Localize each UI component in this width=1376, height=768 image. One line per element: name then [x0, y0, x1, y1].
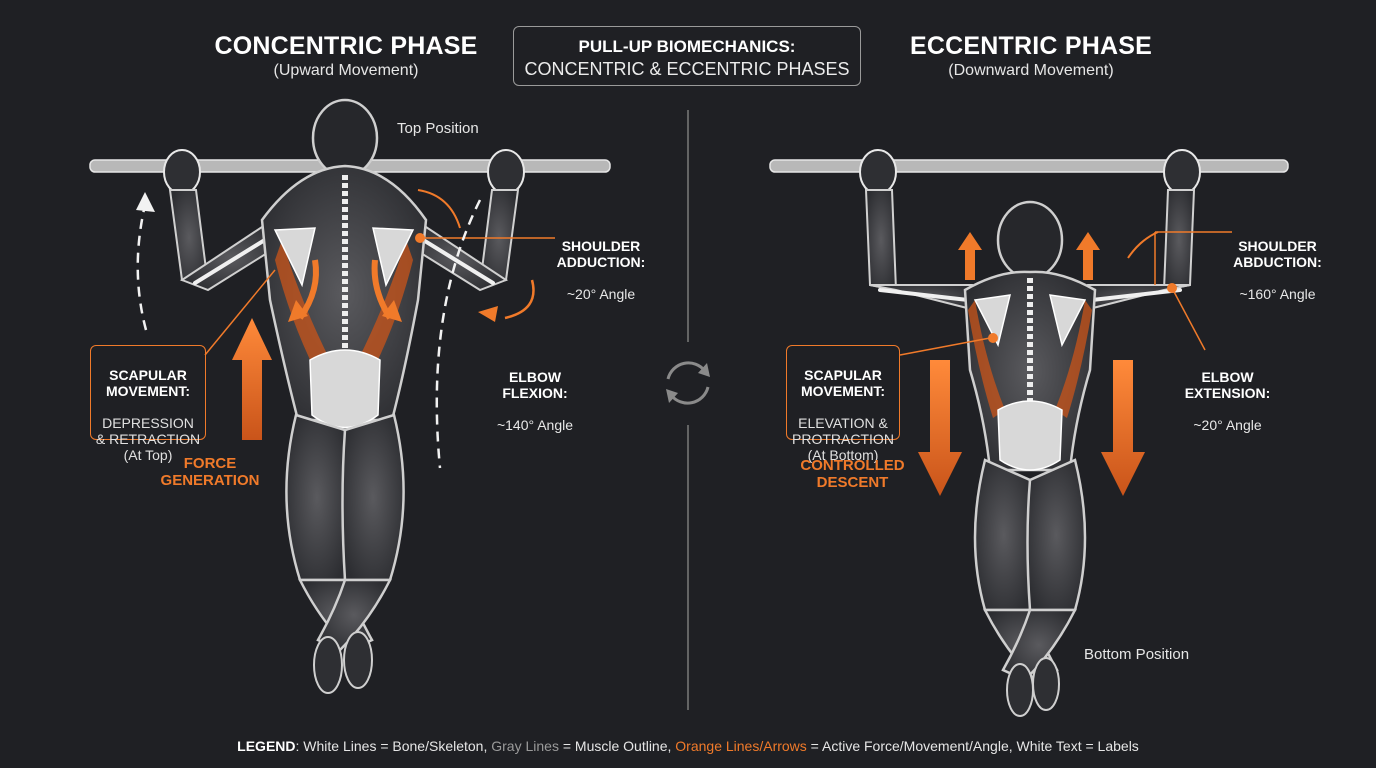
legend: LEGEND: White Lines = Bone/Skeleton, Gra… — [0, 738, 1376, 754]
elbow-extension-label: ELBOW EXTENSION: ~20° Angle — [1180, 353, 1275, 433]
shoulder-abduction-value: ~160° Angle — [1239, 286, 1316, 302]
left-hand-2 — [487, 149, 525, 195]
legend-orange: Orange Lines/Arrows — [675, 738, 807, 754]
eccentric-figure — [769, 149, 1289, 717]
right-scapula-1 — [973, 294, 1011, 348]
shoulder-abduction-title: SHOULDER ABDUCTION: — [1233, 238, 1322, 270]
diagram-title-box: PULL-UP BIOMECHANICS: CONCENTRIC & ECCEN… — [513, 26, 861, 86]
force-up-arrow — [232, 318, 272, 440]
legend-orange-rest: = Active Force/Movement/Angle, White Tex… — [806, 738, 1139, 754]
right-pelvis — [997, 400, 1063, 471]
force-generation-label: FORCE GENERATION — [160, 455, 260, 489]
elbow-extension-value: ~20° Angle — [1193, 417, 1262, 433]
scapular-movement-title-right: SCAPULAR MOVEMENT: — [801, 367, 885, 399]
right-thigh-2 — [1026, 458, 1087, 612]
concentric-phase-subtitle: (Upward Movement) — [273, 62, 419, 79]
right-hand-2 — [1163, 149, 1201, 195]
concentric-figure — [89, 98, 611, 694]
elbow-flexion-title: ELBOW FLEXION: — [502, 369, 568, 401]
legend-label: LEGEND — [237, 738, 296, 754]
legend-white: : White Lines = Bone/Skeleton, — [295, 738, 492, 754]
descent-arrow-left — [918, 360, 962, 496]
scapular-movement-value-left: DEPRESSION & RETRACTION (At Top) — [95, 415, 201, 463]
scapular-movement-title-left: SCAPULAR MOVEMENT: — [106, 367, 190, 399]
cycle-arrows-icon — [666, 361, 710, 405]
scapular-movement-value-right: ELEVATION & PROTRACTION (At Bottom) — [792, 415, 894, 463]
scapular-movement-box-right: SCAPULAR MOVEMENT: ELEVATION & PROTRACTI… — [786, 345, 900, 463]
descent-arrow-right — [1101, 360, 1145, 496]
left-scapula-1 — [273, 227, 316, 288]
eccentric-phase-subtitle: (Downward Movement) — [948, 62, 1114, 79]
left-head — [311, 98, 379, 178]
shoulder-adduction-value: ~20° Angle — [566, 286, 636, 302]
shoulder-adduction-title: SHOULDER ADDUCTION: — [556, 238, 646, 270]
left-hand-1 — [163, 149, 201, 195]
pullup-bar-right — [769, 159, 1289, 173]
elbow-extension-title: ELBOW EXTENSION: — [1184, 369, 1271, 401]
right-hand-1 — [859, 149, 897, 195]
bottom-position-note: Bottom Position — [1084, 646, 1190, 663]
right-scapula-2 — [1049, 294, 1087, 348]
top-position-note: Top Position — [397, 120, 479, 137]
diagram-title-line2: CONCENTRIC & ECCENTRIC PHASES — [524, 59, 850, 79]
concentric-phase-title: CONCENTRIC PHASE — [214, 32, 478, 60]
right-head — [996, 200, 1064, 280]
right-forearm-2 — [1162, 189, 1196, 292]
left-foot-2 — [343, 631, 373, 689]
right-foot-1 — [1006, 663, 1034, 717]
elbow-flexion-label: ELBOW FLEXION: ~140° Angle — [490, 353, 580, 433]
legend-gray: Gray Lines — [491, 738, 559, 754]
left-foot-1 — [313, 636, 343, 694]
controlled-descent-label: CONTROLLED DESCENT — [800, 457, 905, 491]
right-foot-2 — [1032, 657, 1060, 711]
right-forearm-1 — [864, 189, 898, 292]
elbow-flexion-value: ~140° Angle — [496, 417, 574, 433]
diagram-title-line1: PULL-UP BIOMECHANICS: — [578, 37, 796, 56]
left-thigh-1 — [285, 413, 349, 582]
left-scapula-2 — [372, 227, 415, 288]
shoulder-adduction-label: SHOULDER ADDUCTION: ~20° Angle — [556, 222, 646, 302]
left-thigh-2 — [341, 413, 405, 582]
shoulder-abduction-label: SHOULDER ABDUCTION: ~160° Angle — [1230, 222, 1325, 302]
legend-gray-rest: = Muscle Outline, — [558, 738, 676, 754]
scapular-movement-box-left: SCAPULAR MOVEMENT: DEPRESSION & RETRACTI… — [90, 345, 206, 463]
left-pelvis — [309, 349, 381, 429]
right-thigh-1 — [973, 458, 1034, 612]
eccentric-phase-title: ECCENTRIC PHASE — [910, 32, 1152, 60]
